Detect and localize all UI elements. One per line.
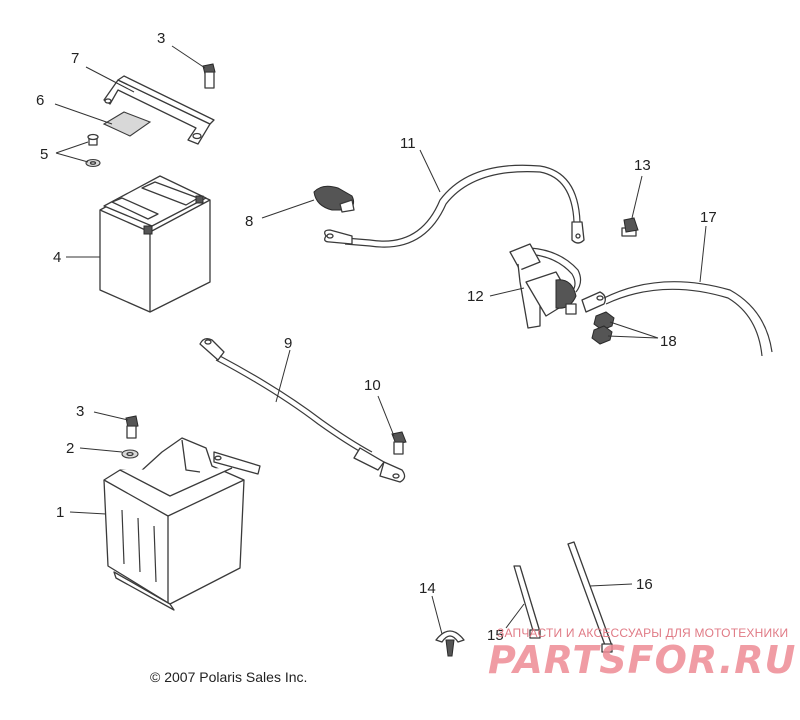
cable-tie-16 <box>567 541 613 653</box>
callout-5: 5 <box>40 146 48 163</box>
copyright-notice: © 2007 Polaris Sales Inc. <box>150 669 308 685</box>
nuts-18 <box>591 311 615 345</box>
positive-cable <box>324 164 585 248</box>
callout-3-lower: 3 <box>76 403 84 420</box>
battery-box <box>103 437 261 611</box>
battery-label-pad <box>102 111 152 137</box>
callout-15: 15 <box>487 627 504 644</box>
battery-strap <box>103 75 215 145</box>
callout-9: 9 <box>284 335 292 352</box>
callout-1: 1 <box>56 504 64 521</box>
callout-labels: 1 2 3 3 4 5 6 7 8 9 10 11 12 13 14 15 16… <box>36 30 717 644</box>
watermark-tagline: ЗАПЧАСТИ И АКСЕССУАРЫ ДЛЯ МОТОТЕХНИКИ <box>497 626 789 640</box>
callout-8: 8 <box>245 213 253 230</box>
cable-tie-15 <box>513 565 541 639</box>
callout-3-top: 3 <box>157 30 165 47</box>
callout-17: 17 <box>700 209 717 226</box>
callout-18: 18 <box>660 333 677 350</box>
bolt-top <box>202 63 216 89</box>
battery <box>99 175 211 313</box>
leader-lines <box>54 45 707 635</box>
callout-10: 10 <box>364 377 381 394</box>
cable-17 <box>603 281 773 357</box>
starter-solenoid <box>509 243 606 329</box>
callout-16: 16 <box>636 576 653 593</box>
callout-7: 7 <box>71 50 79 67</box>
callout-4: 4 <box>53 249 61 266</box>
bolt-13 <box>621 217 639 237</box>
screw-and-washer <box>85 133 101 168</box>
bolt-lower <box>125 415 139 439</box>
clip-14 <box>435 630 465 657</box>
terminal-boot <box>313 185 355 213</box>
callout-14: 14 <box>419 580 436 597</box>
washer <box>121 449 139 459</box>
callout-6: 6 <box>36 92 44 109</box>
bolt-10 <box>391 431 407 455</box>
watermark-logo: PARTSFOR.RU <box>488 638 797 682</box>
callout-2: 2 <box>66 440 74 457</box>
negative-cable <box>199 338 406 483</box>
callout-11: 11 <box>400 135 416 152</box>
callout-12: 12 <box>467 288 484 305</box>
callout-13: 13 <box>634 157 651 174</box>
